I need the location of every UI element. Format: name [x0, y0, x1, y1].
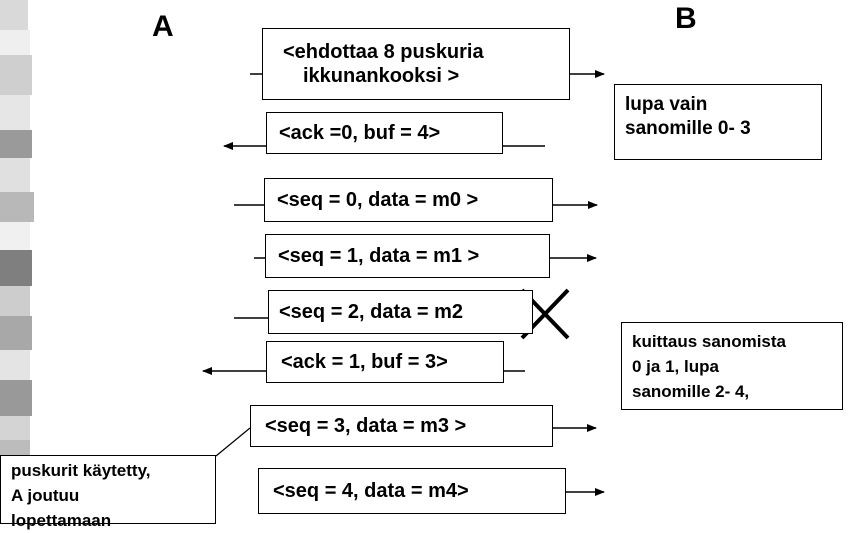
message-m2-box: <ack =0, buf = 4>: [266, 112, 503, 154]
message-m7-box: <seq = 3, data = m3 >: [250, 405, 553, 447]
message-m6-box: <ack = 1, buf = 3>: [266, 341, 504, 383]
note-b2-line2: 0 ja 1, lupa: [632, 357, 719, 376]
note-b2-line1: kuittaus sanomista: [632, 332, 786, 351]
note-b2: kuittaus sanomista 0 ja 1, lupa sanomill…: [621, 322, 843, 410]
message-m2-text: <ack =0, buf = 4>: [279, 122, 441, 144]
message-m6-text: <ack = 1, buf = 3>: [281, 351, 448, 373]
note-a1-line1: puskurit käytetty,: [11, 461, 151, 480]
message-m1-line2: ikkunankooksi >: [303, 65, 460, 87]
node-b-label: B: [675, 2, 697, 35]
message-m4-text: <seq = 1, data = m1 >: [278, 245, 480, 267]
message-m3-box: <seq = 0, data = m0 >: [264, 178, 553, 222]
message-m1-line1: <ehdottaa 8 puskuria: [283, 41, 484, 63]
note-a1-connector: [215, 427, 251, 457]
message-m7-text: <seq = 3, data = m3 >: [265, 415, 467, 437]
note-a1: puskurit käytetty, A joutuu lopettamaan: [0, 455, 216, 530]
message-m5-box: <seq = 2, data = m2: [268, 290, 533, 334]
note-a1-line3: lopettamaan: [11, 511, 112, 530]
message-m4-box: <seq = 1, data = m1 >: [265, 234, 550, 278]
message-m1-box: <ehdottaa 8 puskuria ikkunankooksi >: [262, 28, 570, 100]
message-m8-text: <seq = 4, data = m4>: [273, 480, 469, 502]
note-a1-line2: A joutuu: [11, 486, 80, 505]
note-b1: lupa vain sanomille 0- 3: [614, 84, 822, 160]
message-m8-box: <seq = 4, data = m4>: [258, 468, 566, 514]
note-b2-line3: sanomille 2- 4,: [632, 382, 750, 401]
note-b1-line2: sanomille 0- 3: [625, 118, 751, 139]
node-a-label: A: [152, 10, 174, 43]
note-b1-line1: lupa vain: [625, 94, 708, 115]
message-m5-text: <seq = 2, data = m2: [279, 301, 463, 323]
message-m3-text: <seq = 0, data = m0 >: [277, 189, 479, 211]
